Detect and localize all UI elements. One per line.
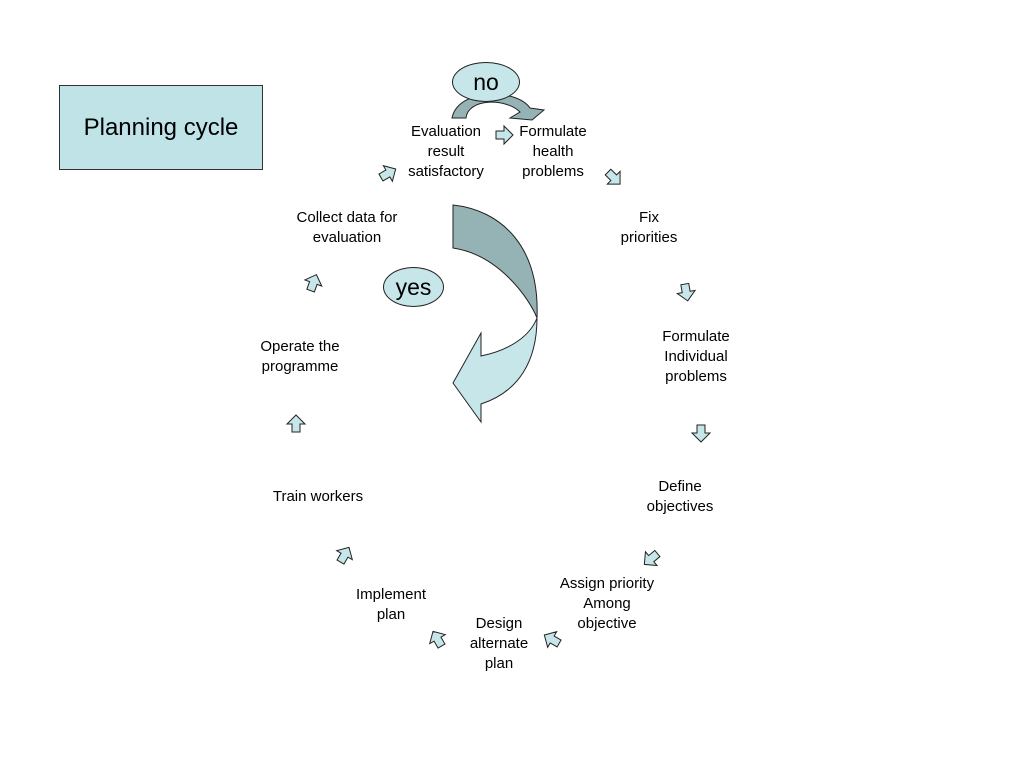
yes-label: yes — [395, 273, 432, 300]
step-define-objectives: Define objectives — [646, 478, 714, 515]
cycle-arrow-5 — [643, 549, 661, 567]
yes-curve-dark — [452, 204, 538, 319]
cycle-arrow-4 — [690, 424, 712, 443]
no-label: no — [473, 68, 499, 95]
cycle-arrow-6 — [543, 630, 562, 649]
step-formulate-health: Formulate health problems — [519, 123, 587, 180]
step-formulate-individual: Formulate Individual problems — [662, 328, 730, 385]
yes-bubble: yes — [383, 267, 444, 307]
step-assign-priority: Assign priority Among objective — [559, 575, 655, 632]
step-implement-plan: Implement plan — [355, 586, 427, 623]
step-operate-programme: Operate the programme — [260, 338, 340, 375]
cycle-arrow-10 — [303, 273, 323, 293]
title-box: Planning cycle — [59, 85, 263, 170]
cycle-arrow-3 — [676, 282, 697, 302]
cycle-arrow-1 — [495, 124, 514, 146]
cycle-arrow-11 — [378, 164, 397, 183]
diagram-title: Planning cycle — [83, 113, 239, 141]
cycle-arrow-9 — [285, 414, 307, 433]
step-evaluation: Evaluation result satisfactory — [408, 123, 484, 180]
step-design-plan: Design alternate plan — [469, 615, 529, 672]
step-fix-priorities: Fix priorities — [620, 209, 678, 246]
yes-curve-arrow — [452, 317, 538, 424]
cycle-arrow-2 — [604, 168, 621, 185]
step-train-workers: Train workers — [272, 488, 364, 505]
no-bubble: no — [452, 62, 520, 102]
step-collect-data: Collect data for evaluation — [296, 209, 398, 246]
cycle-arrow-7 — [428, 630, 447, 649]
cycle-arrow-8 — [335, 546, 354, 565]
